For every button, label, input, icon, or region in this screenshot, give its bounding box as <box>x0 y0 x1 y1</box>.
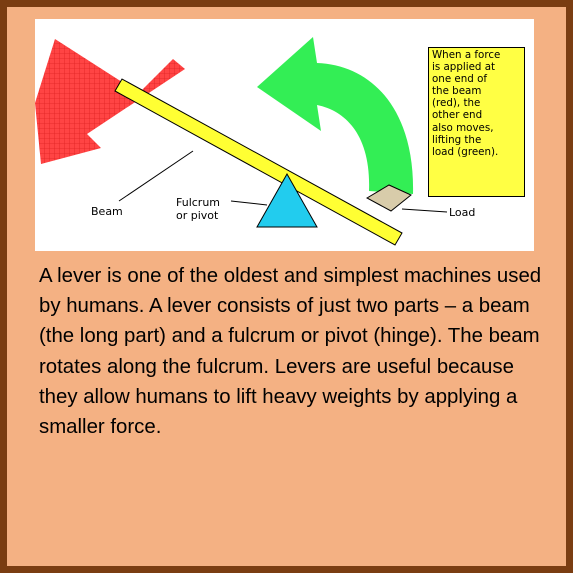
beam <box>114 78 403 246</box>
force-arrow <box>35 39 185 164</box>
beam-pointer <box>118 150 194 202</box>
lever-diagram: When a force is applied at one end of th… <box>35 19 534 251</box>
load-label: Load <box>449 206 476 219</box>
load-pointer <box>401 208 448 213</box>
lift-arrow <box>257 37 414 194</box>
load-block <box>365 184 412 212</box>
lever-card: When a force is applied at one end of th… <box>7 7 566 566</box>
lever-description: A lever is one of the oldest and simples… <box>39 265 542 439</box>
fulcrum-label: Fulcrum or pivot <box>176 196 221 222</box>
explanation-note: When a force is applied at one end of th… <box>428 47 525 197</box>
lever-diagram-svg <box>35 37 448 246</box>
beam-label: Beam <box>91 205 123 218</box>
fulcrum-triangle <box>256 172 318 228</box>
fulcrum-pointer <box>230 200 268 206</box>
